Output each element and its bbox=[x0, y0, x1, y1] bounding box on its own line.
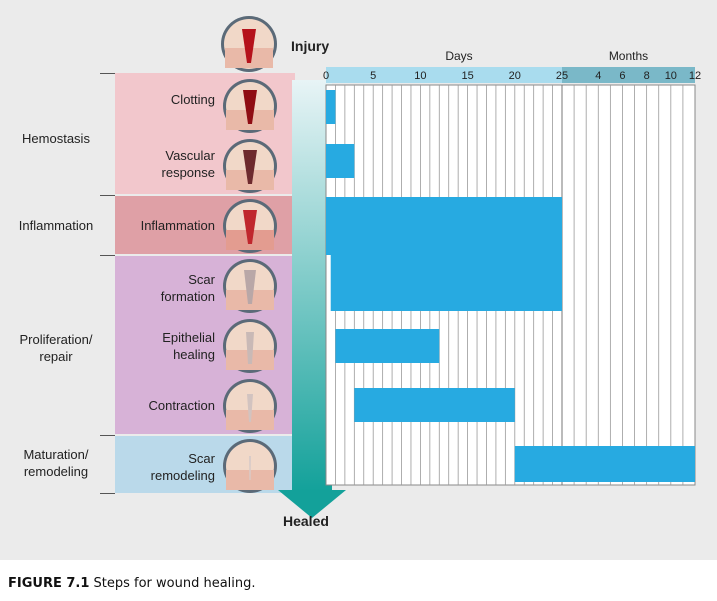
injury-label: Injury bbox=[291, 38, 330, 54]
wound-injury-icon bbox=[221, 16, 277, 72]
bar-inflammation bbox=[326, 197, 562, 255]
days-header-band bbox=[326, 67, 562, 83]
stage-label-inflammation: Inflammation bbox=[140, 218, 215, 233]
figure-panel: Hemostasis Inflammation Proliferation/ r… bbox=[0, 0, 717, 560]
phase-label-proliferation: Proliferation/ repair bbox=[19, 332, 93, 364]
months-header-band bbox=[562, 67, 695, 83]
phase-label-hemostasis: Hemostasis bbox=[22, 131, 90, 146]
month-tick-label: 8 bbox=[644, 70, 650, 82]
stage-label-scar-formation: Scar formation bbox=[160, 272, 215, 304]
healing-progress-arrow bbox=[278, 80, 346, 518]
wound-remodeling-icon bbox=[223, 439, 277, 493]
day-tick-label: 25 bbox=[556, 70, 568, 82]
wound-inflammation-icon bbox=[223, 199, 277, 253]
bar-scar-formation bbox=[330, 253, 562, 311]
day-tick-label: 0 bbox=[323, 70, 329, 82]
caption-text: Steps for wound healing. bbox=[89, 576, 256, 591]
month-tick-label: 6 bbox=[619, 70, 625, 82]
wound-healing-timeline-chart: Days Months 0 5 10 15 20 25 4 6 8 10 12 bbox=[323, 49, 701, 486]
stage-label-scar-remodeling: Scar remodeling bbox=[150, 451, 215, 483]
phase-divider bbox=[100, 255, 115, 256]
stage-label-clotting: Clotting bbox=[170, 92, 215, 107]
month-tick-label: 10 bbox=[665, 70, 677, 82]
figure-caption: FIGURE 7.1 Steps for wound healing. bbox=[8, 576, 256, 591]
days-axis-title: Days bbox=[445, 49, 472, 63]
phase-divider bbox=[100, 195, 115, 196]
wound-scar-formation-icon bbox=[223, 259, 277, 313]
month-tick-label: 12 bbox=[689, 70, 701, 82]
day-tick-label: 15 bbox=[461, 70, 473, 82]
caption-prefix: FIGURE 7.1 bbox=[8, 576, 90, 591]
bar-clotting bbox=[326, 90, 336, 124]
day-tick-label: 5 bbox=[370, 70, 376, 82]
phase-divider bbox=[100, 435, 115, 436]
stage-label-contraction: Contraction bbox=[148, 398, 215, 413]
phase-divider bbox=[100, 73, 115, 74]
bar-contraction bbox=[354, 388, 515, 422]
day-tick-label: 20 bbox=[509, 70, 521, 82]
stage-label-vascular-response: Vascular response bbox=[161, 148, 215, 180]
wound-contraction-icon bbox=[223, 379, 277, 433]
day-tick-label: 10 bbox=[414, 70, 426, 82]
months-axis-title: Months bbox=[609, 49, 648, 63]
phase-divider bbox=[100, 493, 115, 494]
month-tick-label: 4 bbox=[595, 70, 601, 82]
wound-clot-icon bbox=[223, 79, 277, 133]
bar-epithelial-healing bbox=[335, 329, 440, 363]
bar-scar-remodeling bbox=[514, 446, 695, 482]
phase-label-maturation: Maturation/ remodeling bbox=[23, 447, 89, 479]
bar-vascular-response bbox=[326, 144, 355, 178]
stage-label-epithelial-healing: Epithelial healing bbox=[162, 330, 215, 362]
wound-epithelial-icon bbox=[223, 319, 277, 373]
wound-vascular-icon bbox=[223, 139, 277, 193]
healed-label: Healed bbox=[283, 513, 329, 529]
phase-label-inflammation: Inflammation bbox=[18, 218, 94, 233]
